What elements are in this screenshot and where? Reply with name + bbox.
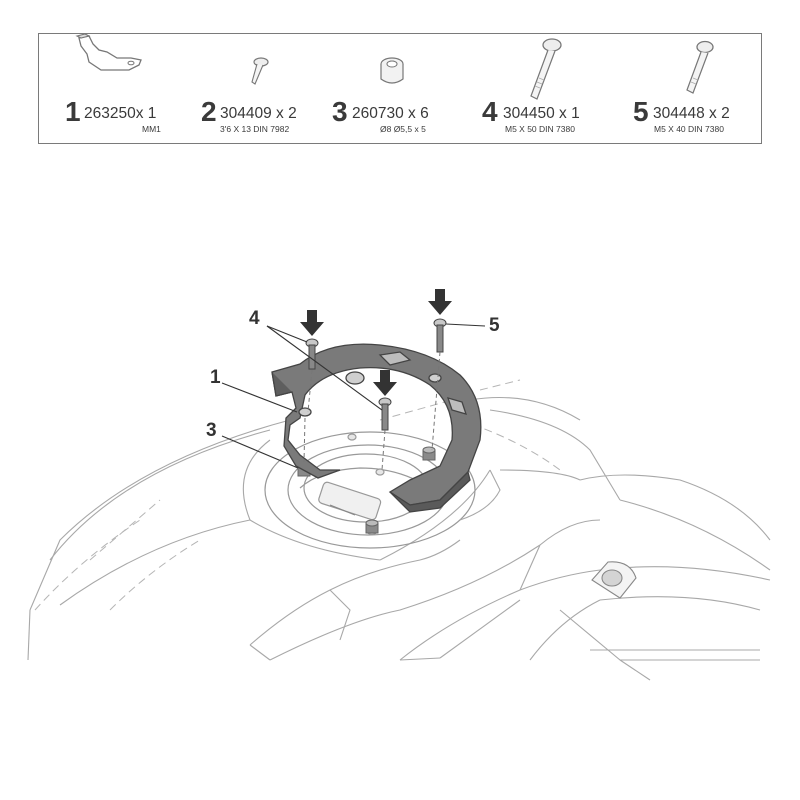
tank-outline [27, 396, 771, 681]
part-1-spec: MM1 [142, 124, 161, 134]
spacer-part-icon [380, 57, 404, 84]
long-bolt-part-icon [530, 38, 562, 100]
arrow-down-icon [373, 370, 397, 396]
tank-mid-lines [419, 469, 541, 591]
part-4-code: 304450 x 1 [503, 105, 580, 122]
part-3-code: 260730 x 6 [352, 105, 429, 122]
screw-part-icon [251, 57, 269, 85]
tank-socket [591, 561, 637, 599]
parts-list-panel: 1 263250x 1 MM1 2 304409 x 2 3'6 X 13 DI… [38, 33, 762, 144]
tank-hidden-lines [34, 379, 561, 611]
part-4: 4 304450 x 1 M5 X 50 DIN 7380 [479, 34, 629, 145]
part-2-code: 304409 x 2 [220, 105, 297, 122]
part-3: 3 260730 x 6 Ø8 Ø5,5 x 5 [332, 34, 474, 145]
part-4-number: 4 [482, 96, 498, 127]
part-3-number: 3 [332, 96, 348, 127]
assembly-guide-lines [303, 351, 441, 471]
arrow-down-icon [300, 310, 324, 336]
bolt-part-icon [686, 40, 714, 94]
bracket-part-icon [75, 33, 142, 71]
tank-ring-part [271, 343, 482, 513]
callout-1: 1 [210, 367, 221, 388]
insert-arrow-icons [300, 289, 452, 396]
part-5-number: 5 [633, 96, 649, 127]
leader-lines [221, 323, 486, 469]
part-1: 1 263250x 1 MM1 [39, 33, 184, 145]
arrow-down-icon [428, 289, 452, 315]
part-2-spec: 3'6 X 13 DIN 7982 [220, 124, 290, 134]
part-3-spec: Ø8 Ø5,5 x 5 [380, 124, 426, 134]
part-2: 2 304409 x 2 3'6 X 13 DIN 7982 [199, 34, 339, 145]
part-1-number: 1 [65, 96, 81, 127]
part-1-code: 263250x 1 [84, 105, 157, 122]
callout-4: 4 [249, 308, 260, 329]
part-5: 5 304448 x 2 M5 X 40 DIN 7380 [633, 34, 763, 145]
callout-3: 3 [206, 420, 217, 441]
callout-5: 5 [489, 315, 500, 336]
part-4-spec: M5 X 50 DIN 7380 [505, 124, 575, 134]
part-5-spec: M5 X 40 DIN 7380 [654, 124, 724, 134]
part-2-number: 2 [201, 96, 217, 127]
part-5-code: 304448 x 2 [653, 105, 730, 122]
